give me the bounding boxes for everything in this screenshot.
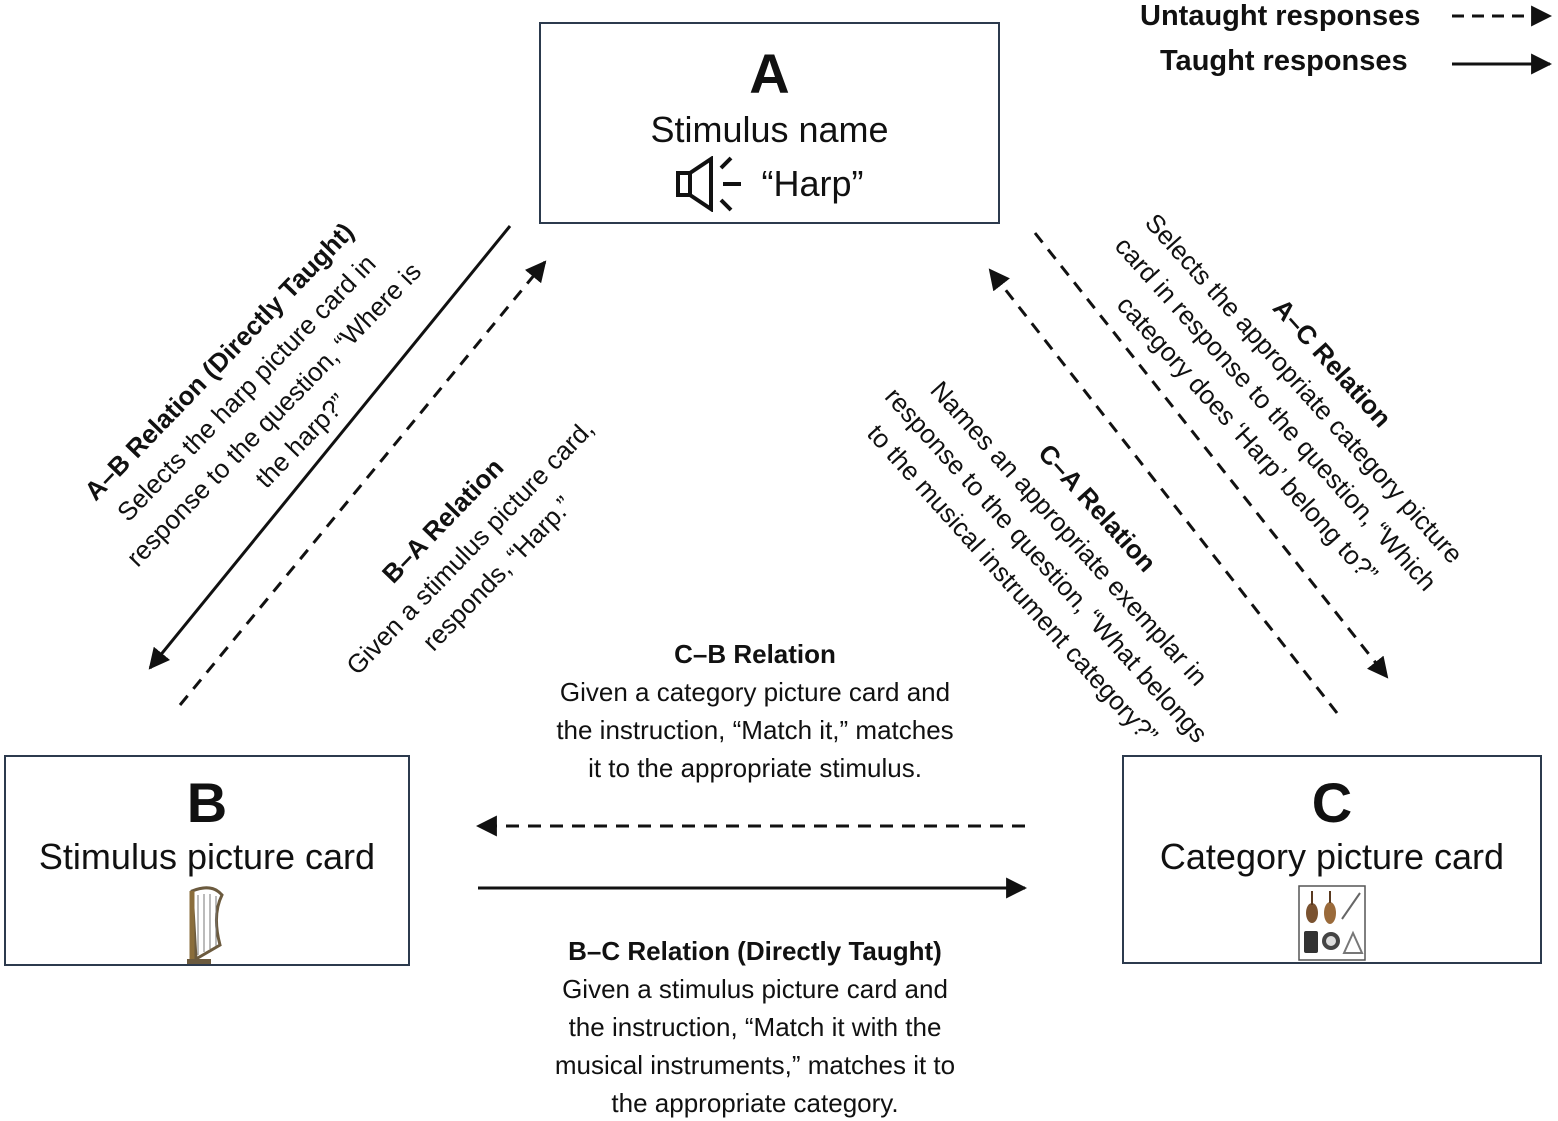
node-b-stimulus-picture-card: B Stimulus picture card: [4, 755, 410, 966]
relation-c-b-line: Given a category picture card and: [559, 677, 951, 707]
node-b-title: Stimulus picture card: [38, 836, 376, 877]
relation-c-b-line: it to the appropriate stimulus.: [588, 753, 922, 783]
node-c-category-picture-card: C Category picture card: [1122, 755, 1542, 964]
relation-b-c-line: the appropriate category.: [611, 1088, 899, 1118]
relation-b-c-title: B–C Relation (Directly Taught): [568, 936, 942, 966]
arrow-a-to-b-taught: [148, 225, 512, 670]
legend-untaught-label: Untaught responses: [1140, 0, 1421, 32]
node-a-stimulus-name: A Stimulus name “Harp”: [539, 22, 1000, 224]
relation-c-b-line: the instruction, “Match it,” matches: [556, 715, 954, 745]
node-b-letter: B: [186, 771, 228, 834]
speaker-icon: [676, 156, 742, 212]
node-a-title: Stimulus name: [650, 109, 889, 150]
node-c-title: Category picture card: [1159, 836, 1505, 877]
relation-c-b-title: C–B Relation: [674, 639, 836, 669]
relation-b-c-line: musical instruments,” matches it to: [554, 1050, 956, 1080]
relation-b-c-line: Given a stimulus picture card and: [562, 974, 948, 1004]
node-a-speech-text: “Harp”: [761, 163, 864, 204]
harp-icon: [187, 886, 224, 964]
node-a-letter: A: [749, 42, 790, 105]
arrow-b-to-a-untaught: [178, 260, 547, 706]
musical-instruments-icon: [1298, 885, 1366, 961]
legend-taught-label: Taught responses: [1160, 45, 1408, 77]
arrow-a-to-c-untaught: [1033, 232, 1389, 679]
arrow-c-to-a-untaught: [988, 268, 1339, 714]
node-a-speech: “Harp”: [541, 156, 998, 212]
relation-b-c: B–C Relation (Directly Taught) Given a s…: [490, 932, 1020, 1121]
node-c-letter: C: [1311, 771, 1353, 834]
relation-c-b: C–B Relation Given a category picture ca…: [490, 635, 1020, 787]
relation-b-c-line: the instruction, “Match it with the: [568, 1012, 942, 1042]
